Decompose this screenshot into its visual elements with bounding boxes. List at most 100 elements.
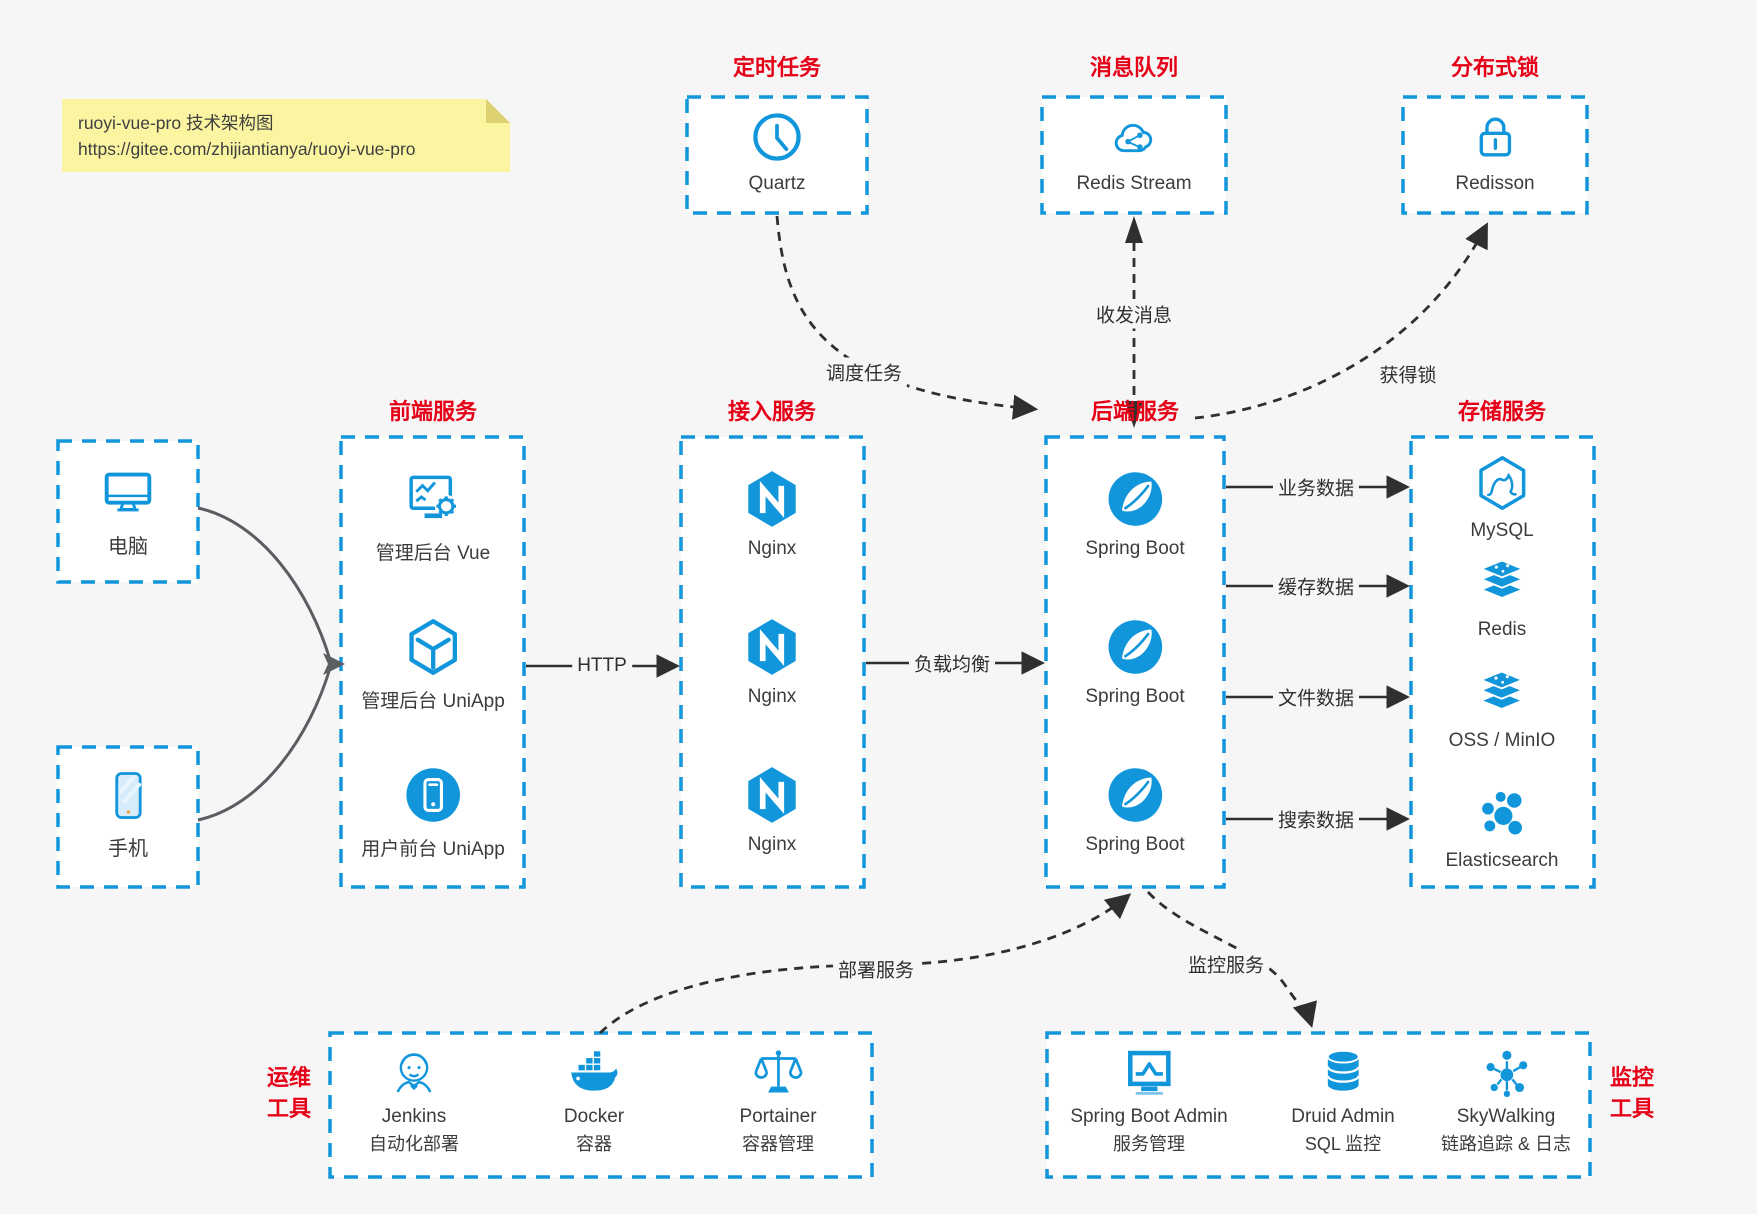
pc-label: 电脑 [108, 536, 148, 558]
ops-tools-side-label: 运维 工具 [267, 1062, 311, 1124]
redis-stream-box [1042, 97, 1226, 213]
edge-label-cache-data: 缓存数据 [1272, 571, 1360, 601]
nginx-icon [748, 767, 796, 823]
node-springboot-3: Spring Boot [1085, 762, 1185, 856]
edge-label-load-balance: 负载均衡 [908, 648, 996, 678]
node-phone: 手机 [98, 766, 158, 861]
jenkins-icon [396, 1053, 432, 1093]
jenkins-name: Jenkins [381, 1106, 447, 1127]
node-skywalking: SkyWalking 链路追踪 & 日志 [1441, 1044, 1571, 1156]
pc-box [58, 441, 198, 582]
monitor-tools-side-label: 监控 工具 [1610, 1062, 1654, 1124]
node-nginx-1: Nginx [739, 466, 805, 560]
springboot-label: Spring Boot [1085, 834, 1185, 855]
cloud-stream-icon [1114, 123, 1152, 153]
portainer-desc: 容器管理 [741, 1134, 814, 1154]
redis-label: Redis [1477, 619, 1527, 640]
portainer-icon [753, 1050, 803, 1093]
admin-uniapp-label: 管理后台 UniApp [361, 691, 505, 712]
title-message-queue: 消息队列 [1089, 55, 1179, 80]
node-redisson: Redisson [1455, 107, 1535, 195]
monitor-tools-box [1047, 1033, 1590, 1177]
spring-boot-icon [1108, 620, 1162, 674]
node-springboot-2: Spring Boot [1085, 614, 1185, 708]
docker-desc: 容器 [576, 1134, 612, 1154]
edge-label-http: HTTP [572, 654, 632, 678]
spring-boot-icon [1108, 472, 1162, 526]
node-mysql: MySQL [1470, 452, 1534, 542]
oss-stack-icon [1478, 670, 1526, 711]
node-springboot-1: Spring Boot [1085, 466, 1185, 560]
mobile-app-icon [406, 768, 460, 822]
smartphone-icon [115, 772, 142, 819]
edge-label-business-data: 业务数据 [1272, 472, 1360, 502]
node-quartz: Quartz [747, 107, 807, 195]
docker-name: Docker [563, 1106, 625, 1127]
arrow-pc-to-frontend [197, 506, 332, 661]
messages-arrowhead-up [1125, 216, 1143, 243]
node-portainer: Portainer 容器管理 [739, 1044, 817, 1156]
title-storage-services: 存储服务 [1457, 399, 1547, 424]
phone-label: 手机 [108, 838, 148, 860]
node-admin-uniapp: 管理后台 UniApp [361, 614, 505, 713]
node-redis-stream: Redis Stream [1076, 109, 1192, 195]
skywalking-desc: 链路追踪 & 日志 [1440, 1134, 1572, 1154]
edge-label-monitor: 监控服务 [1182, 949, 1270, 979]
elasticsearch-label: Elasticsearch [1445, 850, 1559, 871]
jenkins-desc: 自动化部署 [369, 1134, 459, 1154]
ops-label-line2: 工具 [266, 1096, 312, 1121]
phone-box-border [56, 745, 200, 889]
title-gateway-services: 接入服务 [727, 399, 817, 424]
redis-stream-box-border [1040, 95, 1228, 215]
edge-label-get-lock: 获得锁 [1374, 359, 1442, 389]
redis-stack-icon [1478, 559, 1526, 600]
node-redis: Redis [1472, 553, 1532, 641]
title-backend-services: 后端服务 [1090, 399, 1180, 424]
node-oss-minio: OSS / MinIO [1448, 664, 1556, 752]
druid-admin-desc: SQL 监控 [1304, 1134, 1382, 1154]
database-icon [1326, 1049, 1360, 1091]
node-user-uniapp: 用户前台 UniApp [361, 762, 505, 861]
nginx-label: Nginx [747, 686, 797, 707]
note-url: https://gitee.com/zhijiantianya/ruoyi-vu… [78, 139, 416, 159]
edge-label-file-data: 文件数据 [1272, 682, 1360, 712]
mysql-icon [1478, 456, 1526, 510]
messages-arrowhead-down [1125, 401, 1143, 428]
node-nginx-2: Nginx [739, 614, 805, 708]
quartz-box-border [685, 95, 869, 215]
title-scheduled-tasks: 定时任务 [732, 55, 822, 80]
redisson-label: Redisson [1455, 173, 1535, 194]
spring-boot-admin-name: Spring Boot Admin [1070, 1106, 1228, 1127]
arrow-schedule-task [775, 215, 1039, 420]
mysql-label: MySQL [1470, 520, 1534, 541]
uniapp-cube-icon [409, 619, 457, 675]
redis-stream-label: Redis Stream [1076, 173, 1192, 194]
node-jenkins: Jenkins 自动化部署 [369, 1044, 459, 1156]
user-uniapp-label: 用户前台 UniApp [361, 839, 505, 860]
title-distributed-lock: 分布式锁 [1450, 55, 1540, 80]
springboot-label: Spring Boot [1085, 686, 1185, 707]
druid-admin-name: Druid Admin [1291, 1106, 1395, 1127]
elasticsearch-icon [1481, 791, 1522, 835]
admin-monitor-icon [1127, 1050, 1171, 1095]
pc-box-border [56, 439, 200, 584]
node-nginx-3: Nginx [739, 762, 805, 856]
topology-icon [1486, 1050, 1528, 1098]
node-spring-boot-admin: Spring Boot Admin 服务管理 [1070, 1044, 1228, 1156]
node-docker: Docker 容器 [564, 1044, 624, 1156]
storage-box-border [1409, 435, 1596, 889]
note-title: ruoyi-vue-pro 技术架构图 [78, 113, 274, 133]
oss-minio-label: OSS / MinIO [1448, 730, 1556, 751]
arrow-phone-to-frontend [197, 667, 332, 822]
edge-label-search-data: 搜索数据 [1272, 804, 1360, 834]
nginx-icon [748, 619, 796, 675]
spring-boot-icon [1108, 768, 1162, 822]
arrow-monitor-service [1146, 891, 1318, 1029]
nginx-label: Nginx [747, 834, 797, 855]
lock-icon [1479, 117, 1511, 157]
redisson-box-border [1401, 95, 1589, 215]
ops-label-line1: 运维 [266, 1065, 312, 1090]
sticky-note: ruoyi-vue-pro 技术架构图 https://gitee.com/zh… [62, 99, 510, 172]
node-pc: 电脑 [97, 462, 159, 559]
